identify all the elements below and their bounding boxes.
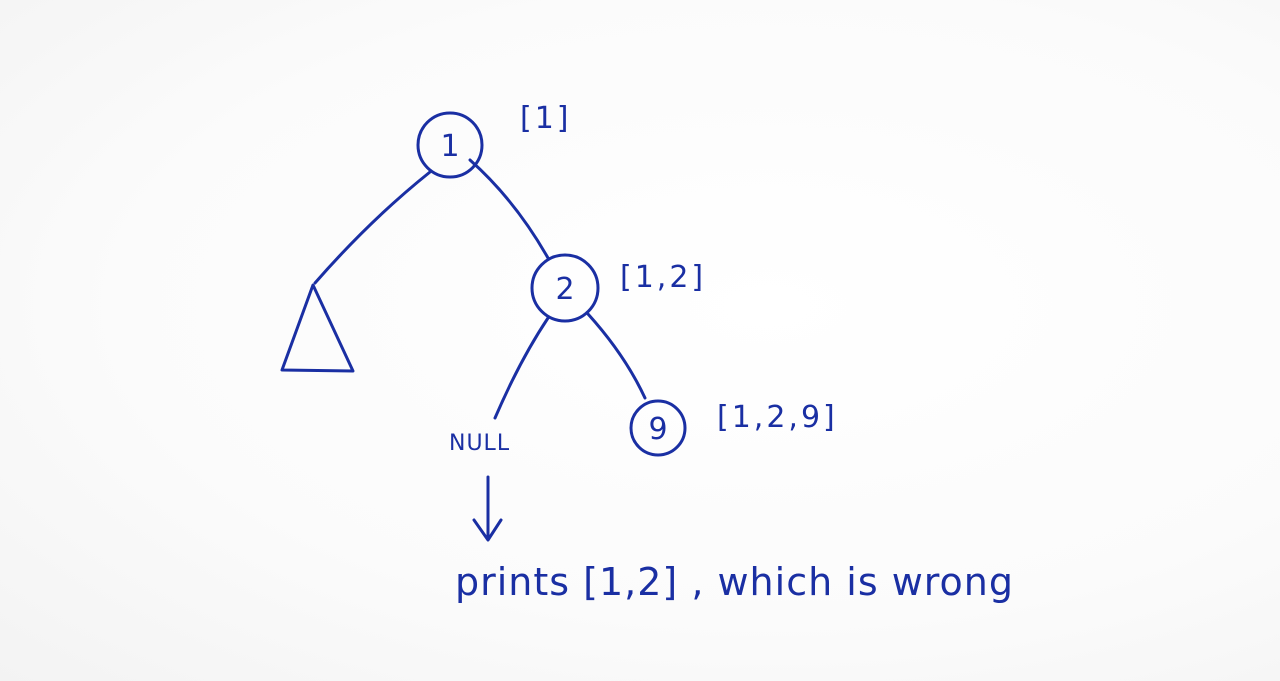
left-subtree-triangle	[280, 283, 355, 373]
tree-node-2: 2	[530, 253, 600, 323]
node-label: 2	[555, 272, 574, 307]
node-circle	[629, 399, 687, 457]
tree-node-1: 1	[416, 111, 484, 179]
edge-1-to-left-subtree	[313, 170, 432, 285]
down-arrow-icon	[472, 475, 503, 542]
edge-2-to-null	[493, 316, 550, 420]
node-label: 1	[440, 129, 459, 164]
node-circle	[530, 253, 600, 323]
null-label: NULL	[449, 431, 510, 456]
path-label-node-9: [1,2,9]	[717, 400, 838, 435]
tree-node-9: 9	[629, 399, 687, 457]
edge-1-to-2	[468, 158, 550, 260]
node-circle	[416, 111, 484, 179]
path-label-node-2: [1,2]	[620, 260, 706, 295]
path-label-node-1: [1]	[520, 101, 572, 136]
edge-2-to-9	[586, 312, 647, 400]
caption-text: prints [1,2] , which is wrong	[455, 560, 1014, 604]
node-label: 9	[648, 412, 667, 447]
